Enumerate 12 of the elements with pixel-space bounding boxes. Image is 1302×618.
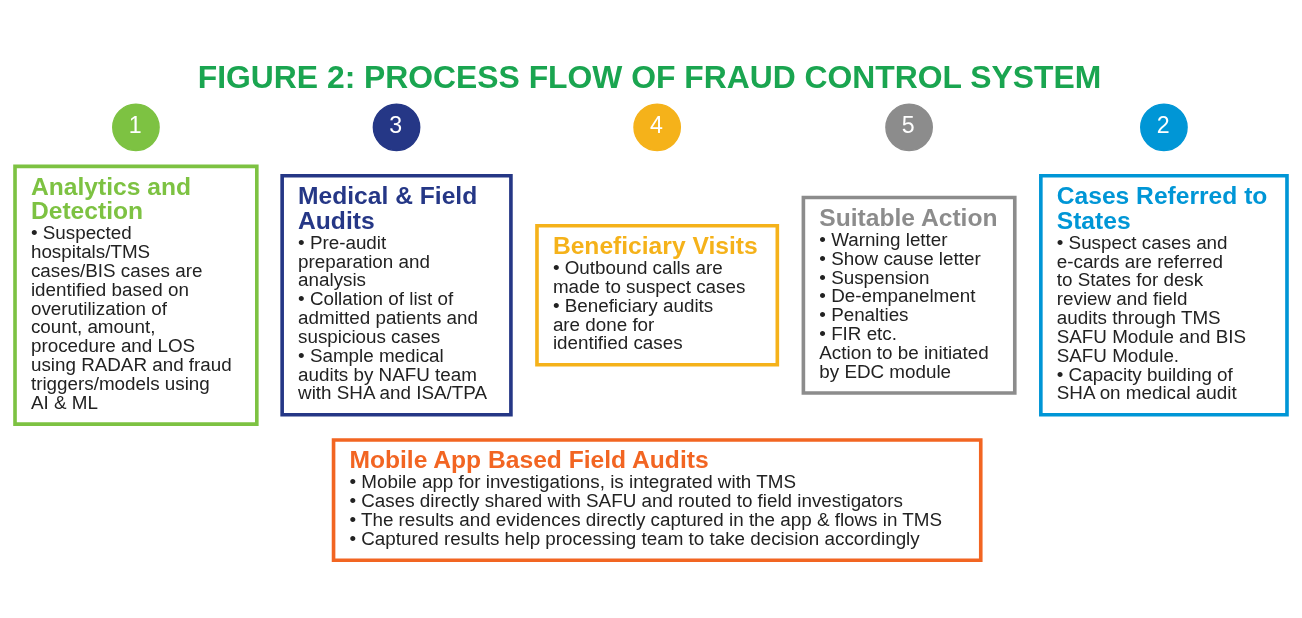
node-circle: 2 xyxy=(1140,103,1188,152)
node-circle: 1 xyxy=(112,103,160,152)
node-box: Mobile App Based Field Audits • Mobile app for investigations, is integrated with TMS • Cases directly shared with SAFU and routed to field investigators • The results and evidences directly captured in the app & flows in TMS • Captured results help processing team to take decision accordingly xyxy=(331,438,983,562)
diagram-title: FIGURE 2: PROCESS FLOW OF FRAUD CONTROL SYSTEM xyxy=(197,58,1102,95)
node-circle: 3 xyxy=(372,103,421,152)
node-box: Medical & Field Audits • Pre-audit preparation and analysis • Collation of list of admitted patients and suspicious cases • Sample medical audits by NAFU team with SHA and ISA/TPA xyxy=(280,174,513,417)
node-box: Analytics and Detection • Suspected hospitals/TMS cases/BIS cases are identified based on overutilization of count, amount, procedure and LOS using RADAR and fraud triggers/models using AI & ML xyxy=(13,164,259,426)
node-box: Suitable Action • Warning letter • Show cause letter • Suspension • De-empanelment • Penalties • FIR etc. Action to be initiated by EDC module xyxy=(801,195,1017,395)
node-circle: 4 xyxy=(633,103,682,152)
node-box: Cases Referred to States • Suspect cases and e-cards are referred to States for desk review and field audits through TMS SAFU Module and BIS SAFU Module. • Capacity building of SHA on medical audit xyxy=(1039,174,1289,417)
node-box: Beneficiary Visits • Outbound calls are made to suspect cases • Beneficiary audits are done for identified cases xyxy=(535,223,780,367)
node-circle: 5 xyxy=(885,103,933,152)
